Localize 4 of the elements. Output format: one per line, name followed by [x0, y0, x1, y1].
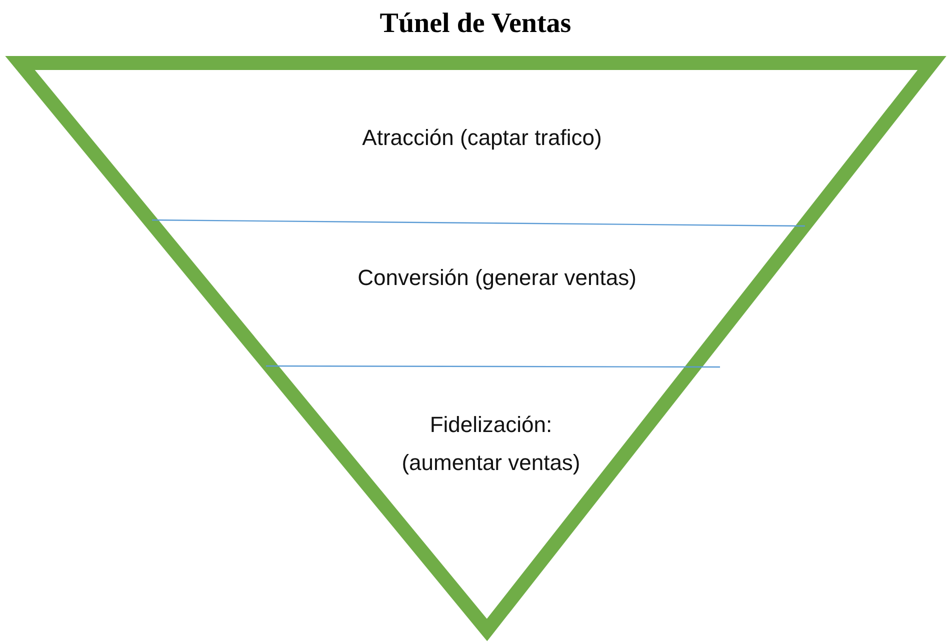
- diagram-title: Túnel de Ventas: [378, 8, 572, 40]
- stage-label: Fidelización: (aumentar ventas): [396, 406, 586, 482]
- stage-label: Conversión (generar ventas): [297, 259, 697, 297]
- stage-label: Atracción (captar trafico): [282, 119, 682, 157]
